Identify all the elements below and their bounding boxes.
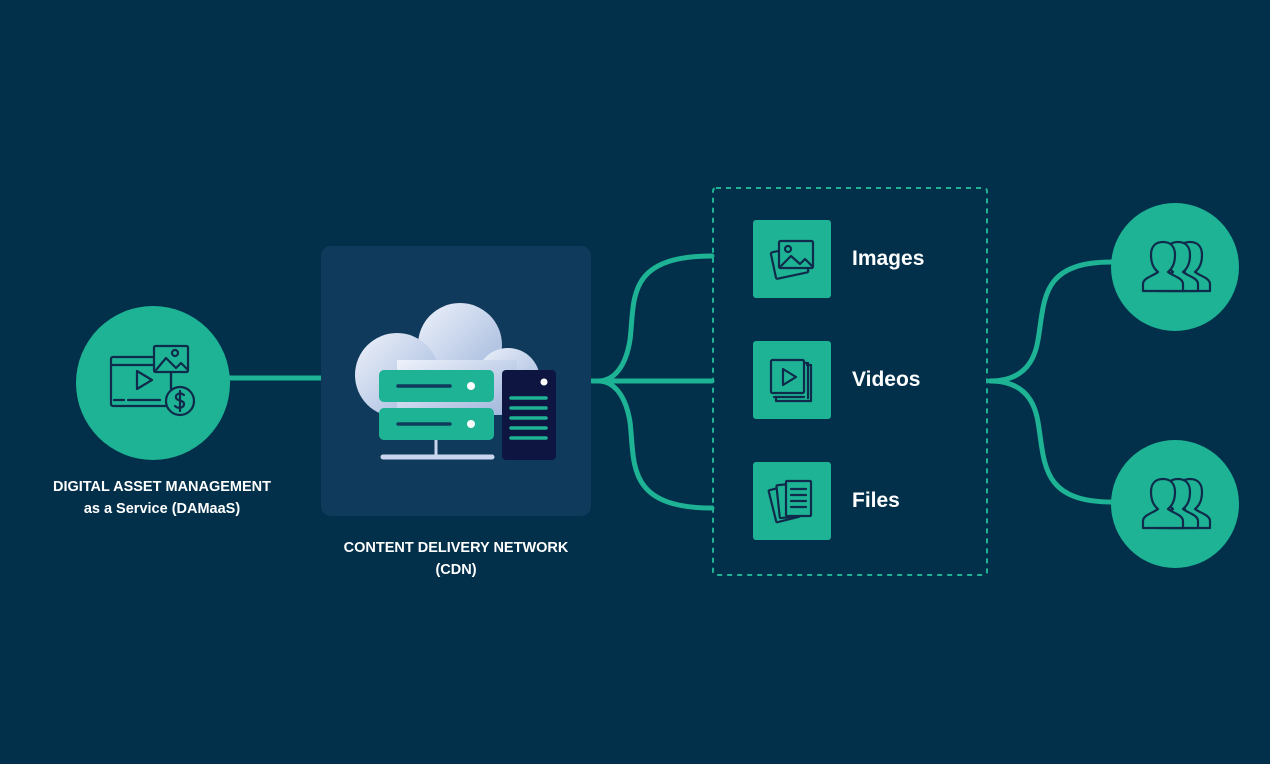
audience-brace-top-curve <box>987 259 1115 384</box>
dam-node <box>76 306 230 460</box>
files-tile <box>753 462 831 540</box>
document-stack-icon <box>767 479 813 524</box>
dam-label-line2: as a Service (DAMaaS) <box>83 501 241 517</box>
audience-brace-bottom-curve <box>987 378 1115 505</box>
cdn-label-line2: (CDN) <box>435 562 477 578</box>
video-stack-icon <box>769 358 813 403</box>
image-stack-icon <box>769 239 815 280</box>
images-label: Images <box>852 247 925 270</box>
dam-label-line1: DIGITAL ASSET MANAGEMENT <box>52 479 272 495</box>
media-money-icon <box>109 344 196 417</box>
images-tile <box>753 220 831 298</box>
cdn-node <box>321 246 591 516</box>
videos-tile <box>753 341 831 419</box>
audience-node-top <box>1111 203 1239 331</box>
dam-circle <box>76 306 230 460</box>
server-tower-icon <box>502 370 556 460</box>
cdn-label-line1: CONTENT DELIVERY NETWORK <box>343 540 569 556</box>
user-group-icon <box>1141 477 1212 530</box>
brace-top-curve <box>595 253 715 384</box>
content-types-box <box>712 187 988 576</box>
brace-bottom-curve <box>595 378 715 511</box>
files-label: Files <box>852 489 900 512</box>
connectors <box>227 253 1115 511</box>
user-group-icon <box>1141 240 1212 293</box>
videos-label: Videos <box>852 368 921 391</box>
dam-label: DIGITAL ASSET MANAGEMENT as a Service (D… <box>22 476 302 520</box>
server-rack-icon <box>379 370 495 460</box>
cdn-label: CONTENT DELIVERY NETWORK (CDN) <box>316 537 596 581</box>
audience-node-bottom <box>1111 440 1239 568</box>
